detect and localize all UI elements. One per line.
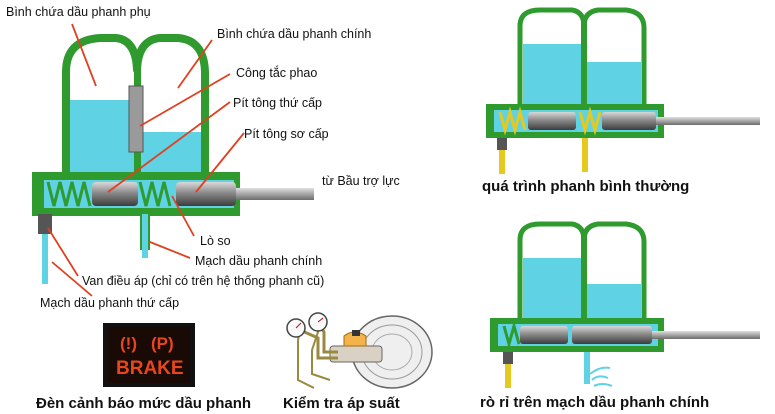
label-from-booster: từ Bầu trợ lực: [322, 174, 400, 188]
leak-primary-diagram: [490, 221, 760, 388]
label-spring: Lò so: [200, 234, 231, 248]
warning-icon-parking: (P): [151, 334, 174, 353]
warning-brake-text: BRAKE: [116, 358, 184, 379]
caption-normal-braking: quá trình phanh bình thường: [482, 178, 689, 195]
label-reservoir-primary: Bình chứa dầu phanh chính: [217, 27, 371, 41]
warning-icon-exclamation: (!): [120, 334, 137, 353]
outlet-line-primary: [142, 214, 148, 258]
label-reservoir-secondary: Bình chứa dầu phanh phụ: [6, 5, 151, 19]
brake-warning-panel: (!) (P) BRAKE: [103, 323, 195, 387]
caption-warning-light: Đèn cảnh báo mức dầu phanh: [36, 395, 251, 412]
primary-piston: [176, 182, 236, 206]
spring-primary: [138, 181, 172, 207]
outlet-line-secondary: [42, 234, 48, 284]
spring-secondary: [46, 181, 92, 207]
caption-leak-primary: rò rỉ trên mạch dầu phanh chính: [480, 394, 709, 411]
label-pressure-valve: Van điều áp (chỉ có trên hệ thống phanh …: [82, 274, 324, 288]
secondary-piston: [92, 182, 138, 206]
push-rod: [236, 188, 314, 200]
fluid-primary: [141, 132, 201, 172]
label-float-switch: Công tắc phao: [236, 65, 317, 80]
caption-pressure-test: Kiểm tra áp suất: [283, 395, 400, 412]
fluid-secondary: [70, 100, 134, 172]
float-switch: [128, 85, 144, 153]
label-primary-piston: Pít tông sơ cấp: [244, 127, 329, 141]
label-primary-circuit: Mạch dầu phanh chính: [195, 254, 322, 268]
pressure-test-illustration: [286, 312, 433, 389]
leader-lines: [47, 23, 245, 297]
label-secondary-circuit: Mạch dầu phanh thứ cấp: [40, 296, 179, 310]
normal-braking-diagram: [486, 7, 760, 174]
label-secondary-piston: Pít tông thứ cấp: [233, 96, 322, 110]
